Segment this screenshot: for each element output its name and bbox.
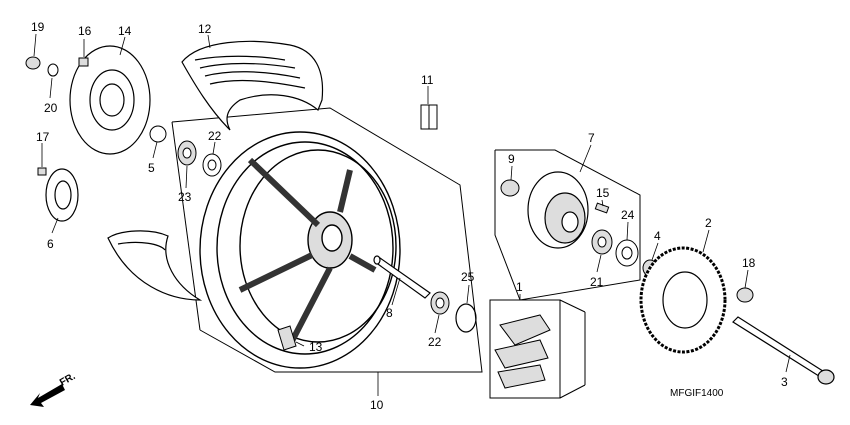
axle-part-3: [732, 316, 835, 385]
callout-3: 3: [781, 375, 788, 389]
front-direction-arrow: FR.: [30, 371, 78, 407]
callout-8: 8: [386, 306, 393, 320]
bearing-part-22b: [430, 291, 450, 315]
axle-spacer-part-8: [373, 255, 431, 299]
stud-part-15: [594, 202, 610, 214]
callout-1: 1: [516, 280, 523, 294]
callout-5: 5: [148, 161, 155, 175]
collar-part-9: [500, 179, 520, 197]
wheel-assembly-box: [171, 107, 483, 373]
callout-labels: 19 20 16 14 12 11 17 5 23 22 6 9 7 15 24…: [31, 20, 788, 412]
callout-19: 19: [31, 20, 45, 34]
callout-11: 11: [421, 73, 434, 87]
damper-assembly-box: [489, 299, 586, 399]
callout-13: 13: [309, 340, 323, 354]
diagram-code: MFGIF1400: [670, 388, 724, 399]
bearing-part-21: [591, 229, 613, 255]
hub-flange-part-7: [527, 171, 589, 249]
arrow-icon: [30, 384, 65, 407]
callout-7: 7: [588, 131, 595, 145]
seal-part-23: [615, 239, 639, 267]
callout-4: 4: [654, 229, 661, 243]
callout-22-lower: 22: [428, 335, 442, 349]
callout-14: 14: [118, 24, 132, 38]
callout-2: 2: [705, 216, 712, 230]
o-ring-part-25: [455, 303, 477, 333]
callout-16: 16: [78, 24, 92, 38]
leader-lines: [33, 33, 791, 396]
callout-17: 17: [36, 130, 50, 144]
sensor-ring-part-6: [45, 168, 79, 222]
brake-disc-part-14: [69, 45, 151, 155]
callout-15: 15: [596, 186, 610, 200]
balance-weight-part-11: [420, 104, 438, 130]
sprocket-part-2: [639, 246, 727, 354]
wheel-rim-part-10: [199, 131, 401, 369]
callout-22-upper: 22: [208, 129, 222, 143]
collar-part-5: [149, 125, 167, 143]
hub-assembly-box: [494, 149, 641, 301]
callout-25: 25: [461, 270, 475, 284]
bolt-part-17: [37, 167, 47, 176]
nut-part-18: [736, 287, 754, 303]
callout-20: 20: [44, 101, 58, 115]
callout-18: 18: [742, 256, 756, 270]
washer-part-20: [47, 63, 59, 77]
callout-24: 23: [178, 190, 192, 204]
seal-part-22a: [202, 153, 222, 177]
callout-6: 6: [47, 237, 54, 251]
direction-label: FR.: [58, 371, 78, 389]
callout-9: 9: [508, 152, 515, 166]
bearing-part-24: [177, 140, 197, 166]
damper-part-1: [494, 314, 551, 389]
callout-23: 24: [621, 208, 635, 222]
nut-part-19: [25, 56, 41, 70]
tire-part-12: [181, 40, 324, 131]
callout-21: 21: [590, 275, 604, 289]
bolt-part-16: [78, 57, 89, 67]
callout-12: 12: [198, 22, 212, 36]
callout-10: 10: [370, 398, 384, 412]
valve-part-13: [277, 325, 297, 351]
fender: [107, 230, 203, 301]
